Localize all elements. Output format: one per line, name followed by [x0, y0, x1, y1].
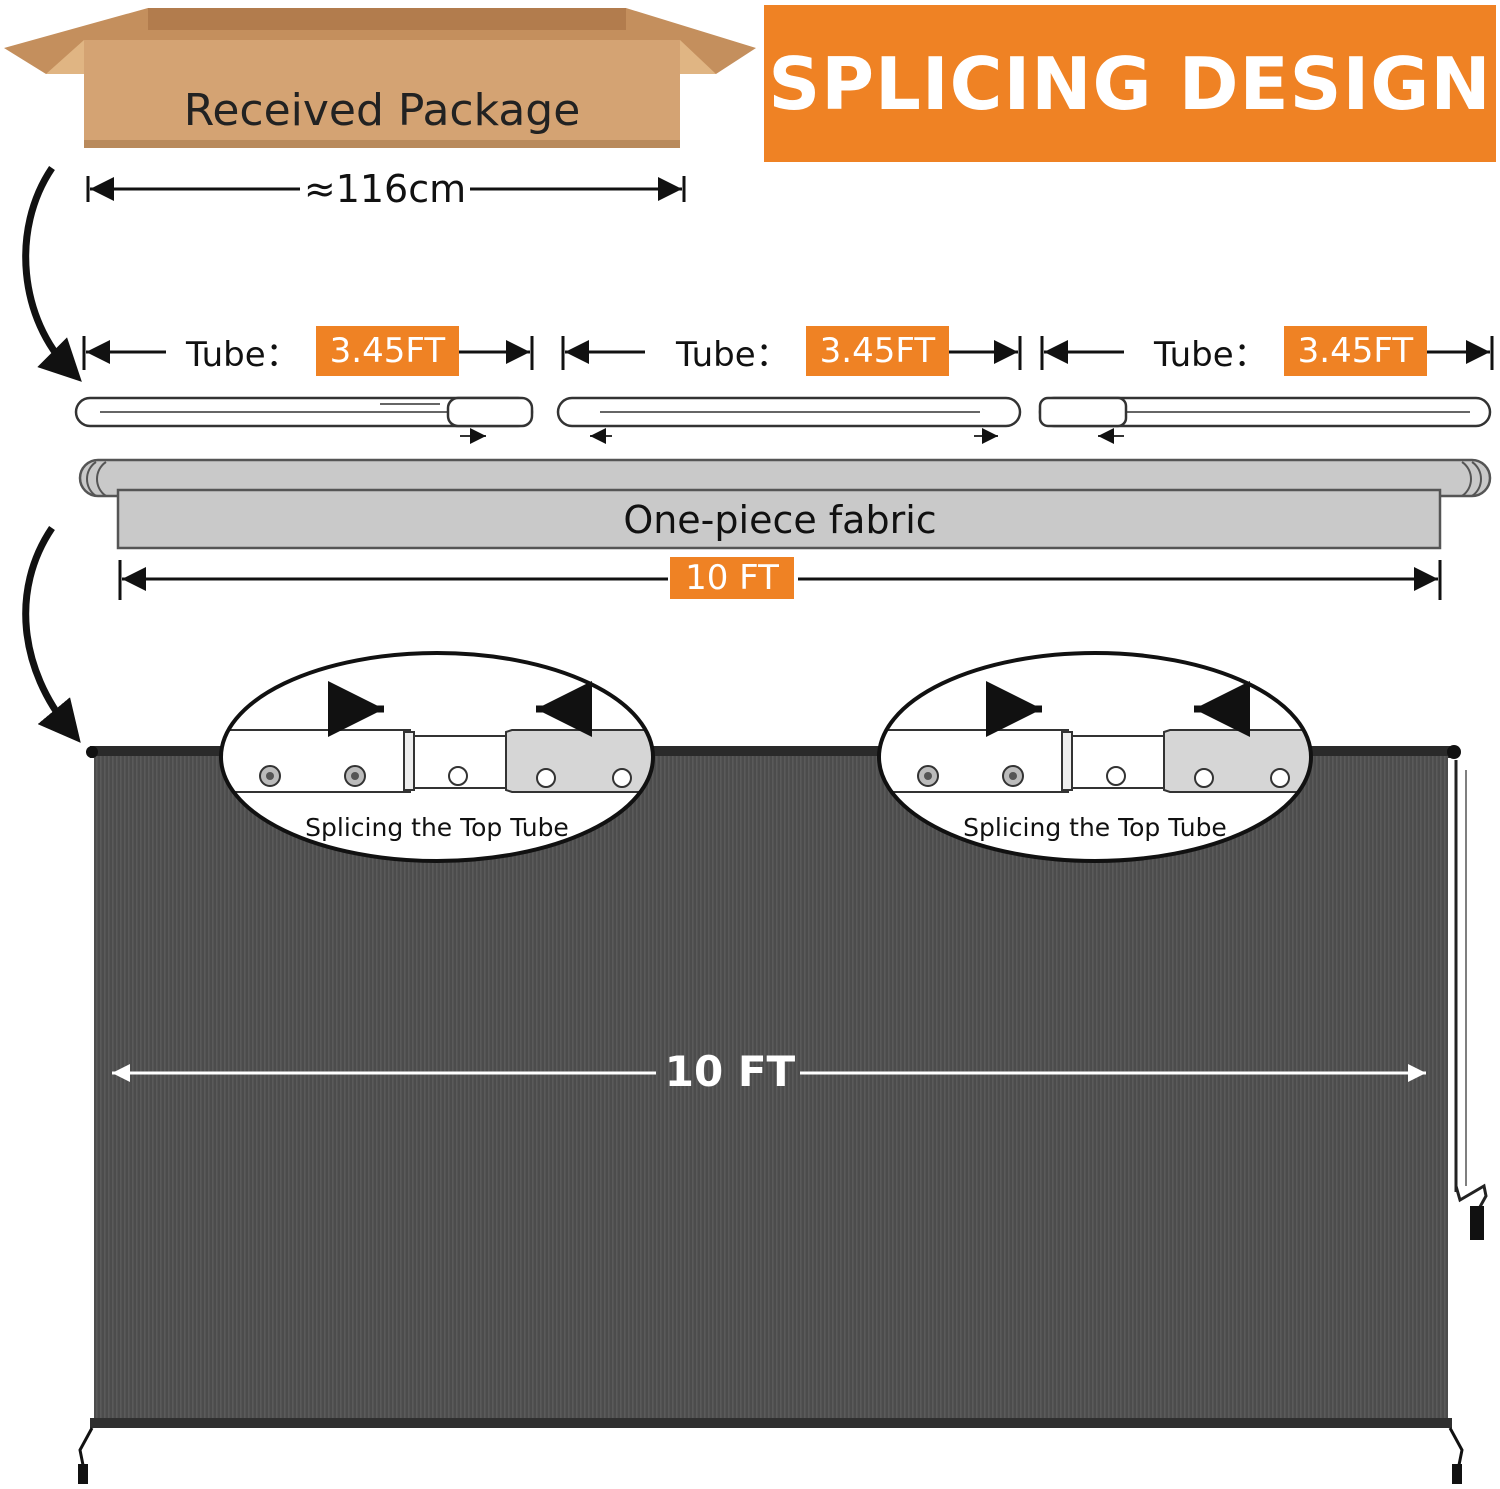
flow-arrow-icon — [22, 526, 81, 743]
tube-length-badge: 3.45FT — [315, 326, 460, 376]
fabric-roll-icon — [78, 458, 1492, 550]
tube-label-3: Tube： 3.45FT — [1154, 326, 1428, 376]
package-label: Received Package — [183, 84, 581, 136]
shade-width-label: 10 FT — [664, 1047, 796, 1096]
flow-arrow-icon — [22, 166, 82, 382]
tube-dimension-lines — [82, 336, 1494, 370]
fabric-dimension-line — [118, 560, 1442, 600]
fabric-label: One-piece fabric — [623, 498, 937, 542]
splice-callout-2 — [877, 651, 1313, 863]
package-box-icon — [4, 8, 756, 148]
roller-shade-icon — [78, 745, 1488, 1484]
tube-length-badge: 3.45FT — [805, 326, 950, 376]
fabric-width-badge: 10 FT — [670, 557, 794, 599]
tube-word: Tube： — [186, 334, 300, 375]
banner-title: SPLICING DESIGN — [768, 41, 1492, 126]
callout-caption-1: Splicing the Top Tube — [305, 813, 569, 842]
splice-callout-1 — [219, 651, 655, 863]
tube-word: Tube： — [1154, 334, 1268, 375]
tube-label-1: Tube： 3.45FT — [186, 326, 460, 376]
title-banner: SPLICING DESIGN — [764, 5, 1496, 162]
tube-length-badge: 3.45FT — [1283, 326, 1428, 376]
callout-caption-2: Splicing the Top Tube — [963, 813, 1227, 842]
tube-segments — [74, 396, 1492, 444]
package-length: ≈116cm — [300, 164, 470, 214]
tube-word: Tube： — [676, 334, 790, 375]
tube-label-2: Tube： 3.45FT — [676, 326, 950, 376]
